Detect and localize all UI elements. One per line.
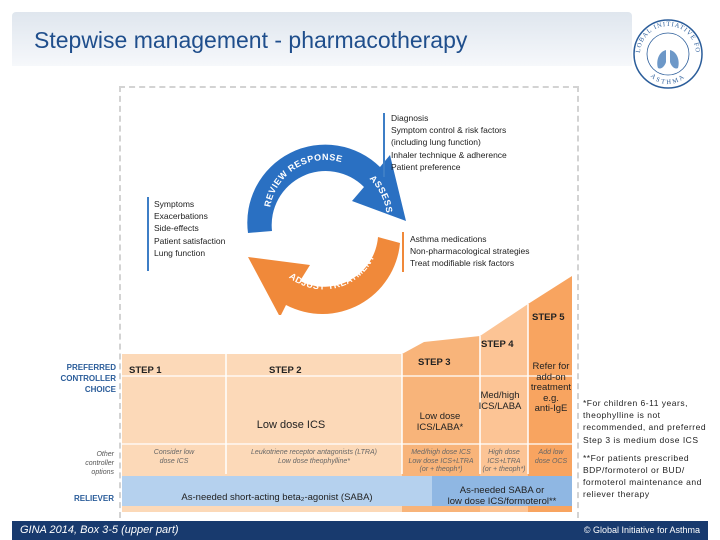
footnote-formoterol: **For patients prescribed BDP/formoterol… bbox=[583, 452, 702, 500]
step-2-title: STEP 2 bbox=[269, 365, 302, 376]
step-3-area bbox=[402, 336, 480, 512]
preferred-line: e.g. bbox=[543, 392, 559, 404]
reliever-line: As-needed SABA or bbox=[459, 485, 545, 496]
assess-list-bar bbox=[383, 113, 385, 177]
assess-item: (including lung function) bbox=[391, 137, 481, 148]
other-controller-label: Other controller options bbox=[70, 450, 114, 477]
preferred-line: Refer for bbox=[532, 361, 570, 372]
step-5-title: STEP 5 bbox=[532, 312, 565, 323]
step-4-area bbox=[480, 304, 528, 512]
row-label-line: controller bbox=[85, 460, 114, 467]
step-4-title: STEP 4 bbox=[481, 339, 514, 350]
other-line: (or + theoph*) bbox=[482, 466, 526, 473]
review-item: Lung function bbox=[154, 247, 206, 258]
assess-list: Diagnosis Symptom control & risk factors… bbox=[391, 112, 507, 173]
preferred-controller-label: PREFERRED CONTROLLER CHOICE bbox=[48, 362, 116, 395]
review-assess-adjust-cycle: REVIEW RESPONSE ASSESS ADJUST TREATMENT bbox=[247, 144, 406, 315]
step-3-preferred: Low dose ICS/LABA* bbox=[404, 411, 476, 433]
step-5-area bbox=[528, 276, 572, 512]
other-line: (or + theoph*) bbox=[419, 466, 463, 473]
step-1-other: Consider low dose ICS bbox=[122, 449, 226, 466]
step-2-other: Leukotriene receptor antagonists (LTRA) … bbox=[228, 449, 400, 466]
row-label-line: PREFERRED bbox=[66, 363, 116, 372]
slide-header bbox=[0, 0, 720, 70]
other-line: High dose bbox=[488, 449, 520, 456]
preferred-line: ICS/LABA* bbox=[416, 422, 464, 433]
adjust-item: Asthma medications bbox=[410, 234, 487, 244]
review-list: Symptoms Exacerbations Side-effects Pati… bbox=[154, 198, 225, 259]
step-3-title: STEP 3 bbox=[418, 357, 451, 368]
row-label-line: CONTROLLER bbox=[60, 374, 116, 383]
row-label-line: CHOICE bbox=[84, 385, 116, 394]
page-title: Stepwise management - pharmacotherapy bbox=[34, 27, 468, 53]
review-item: Exacerbations bbox=[154, 211, 208, 222]
assess-item: Symptom control & risk factors bbox=[391, 125, 507, 136]
assess-item: Diagnosis bbox=[391, 113, 429, 123]
review-item: Side-effects bbox=[154, 223, 199, 234]
other-line: ICS+LTRA bbox=[487, 457, 521, 465]
row-label-line: Other bbox=[96, 451, 114, 458]
footer-bar: GINA 2014, Box 3-5 (upper part) © Global… bbox=[12, 521, 708, 540]
preferred-line: treatment bbox=[530, 382, 572, 393]
adjust-list: Asthma medications Non-pharmacological s… bbox=[410, 233, 530, 270]
other-line: Add low bbox=[538, 449, 564, 456]
review-list-bar bbox=[147, 197, 149, 271]
copyright-text: © Global Initiative for Asthma bbox=[583, 525, 700, 535]
header-band bbox=[12, 12, 632, 66]
reliever-ics-formoterol-text: As-needed SABA or low dose ICS/formotero… bbox=[432, 485, 572, 507]
preferred-line: anti-IgE bbox=[534, 403, 568, 414]
adjust-item: Treat modifiable risk factors bbox=[410, 258, 515, 269]
step-5-other: Add low dose OCS bbox=[528, 449, 574, 466]
adjust-item: Non-pharmacological strategies bbox=[410, 246, 530, 257]
row-label-line: options bbox=[91, 469, 114, 476]
assess-item: Patient preference bbox=[391, 161, 461, 172]
step-4-preferred: Med/high ICS/LABA bbox=[474, 390, 526, 412]
other-line: dose ICS bbox=[159, 457, 189, 465]
reliever-saba-band bbox=[122, 476, 432, 506]
step-2-preferred: Low dose ICS bbox=[256, 419, 326, 431]
review-item: Symptoms bbox=[154, 199, 195, 209]
gina-logo-icon: GLOBAL INITIATIVE FOR ASTHMA bbox=[630, 16, 703, 89]
step-1-2-area bbox=[122, 354, 402, 512]
reliever-saba-text: As-needed short-acting beta₂-agonist (SA… bbox=[181, 492, 373, 503]
other-line: dose OCS bbox=[534, 457, 568, 465]
step-4-other: High dose ICS+LTRA (or + theoph*) bbox=[480, 449, 528, 475]
adjust-list-bar bbox=[402, 232, 404, 272]
review-item: Patient satisfaction bbox=[154, 235, 226, 246]
other-line: Low dose theophylline* bbox=[278, 457, 350, 465]
source-caption: GINA 2014, Box 3-5 (upper part) bbox=[20, 524, 179, 536]
assess-item: Inhaler technique & adherence bbox=[391, 149, 507, 160]
other-line: Leukotriene receptor antagonists (LTRA) bbox=[251, 449, 377, 456]
footnotes: *For children 6-11 years, theophylline i… bbox=[583, 397, 716, 507]
preferred-line: Low dose bbox=[419, 411, 461, 422]
other-line: Consider low bbox=[153, 449, 195, 456]
step-5-preferred: Refer for add-on treatment e.g. anti-IgE bbox=[528, 361, 574, 415]
reliever-line: low dose ICS/formoterol** bbox=[447, 496, 557, 507]
footnote-children: *For children 6-11 years, theophylline i… bbox=[583, 398, 707, 445]
reliever-ics-formoterol-band bbox=[432, 476, 572, 506]
preferred-line: Med/high bbox=[480, 390, 520, 401]
other-line: Low dose ICS+LTRA bbox=[408, 457, 474, 465]
preferred-line: ICS/LABA bbox=[478, 401, 522, 412]
other-line: Med/high dose ICS bbox=[411, 449, 471, 456]
figure-frame bbox=[119, 86, 579, 518]
step-1-title: STEP 1 bbox=[129, 365, 162, 376]
step-3-other: Med/high dose ICS Low dose ICS+LTRA (or … bbox=[402, 449, 480, 475]
preferred-line: add-on bbox=[536, 371, 566, 383]
treatment-steps bbox=[122, 276, 572, 512]
reliever-label: RELIEVER bbox=[73, 494, 114, 503]
